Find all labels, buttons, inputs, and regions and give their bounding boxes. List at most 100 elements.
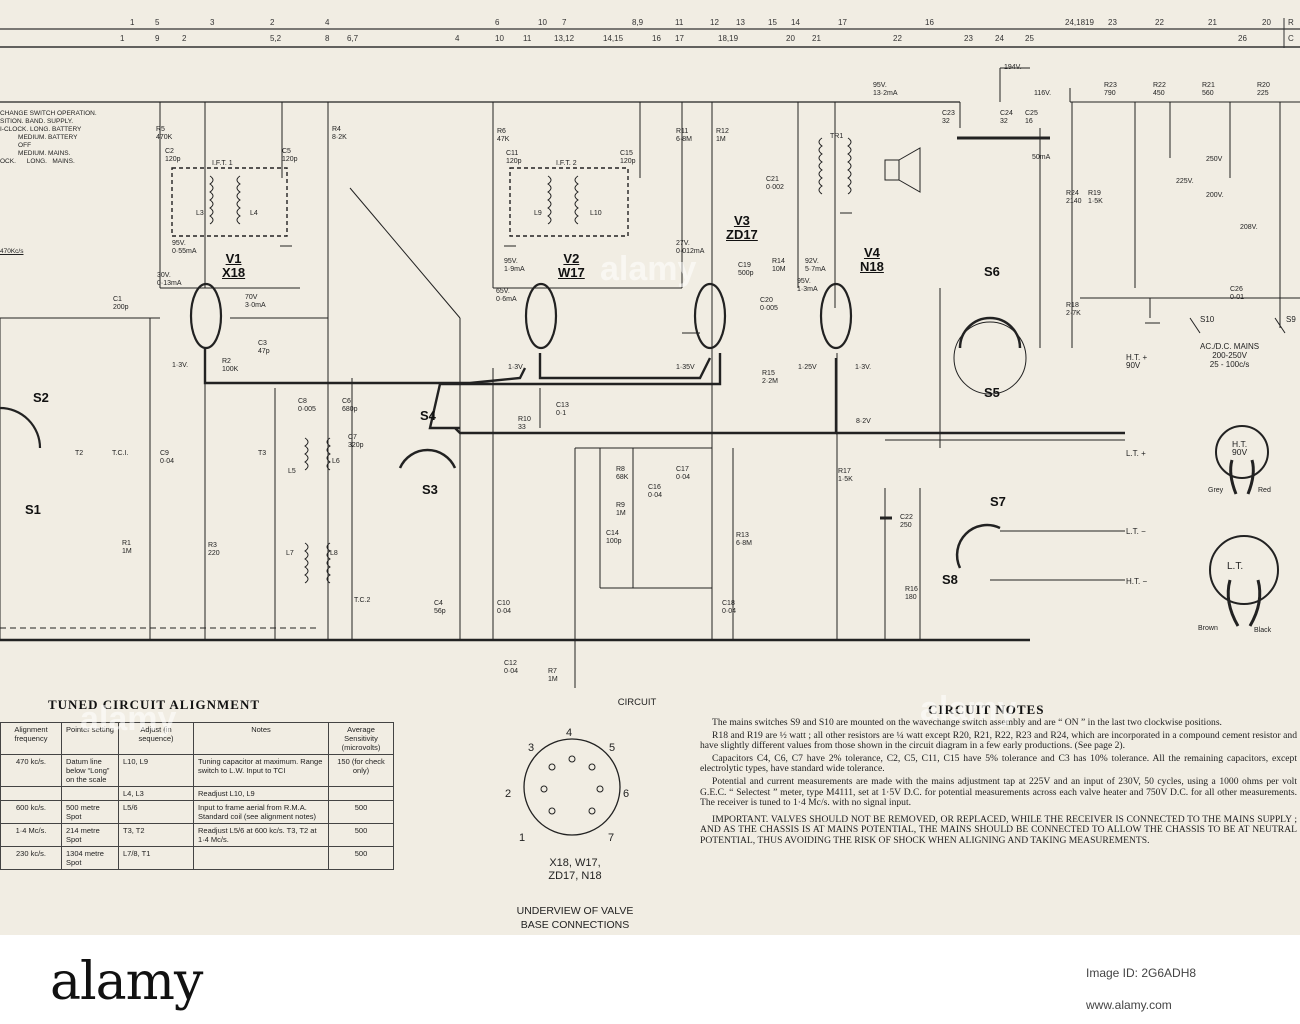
scale-mark: 11 xyxy=(523,34,532,43)
table-cell: Readjust L5/6 at 600 kc/s. T3, T2 at 1·4… xyxy=(193,823,329,847)
wavechange-line: OFF xyxy=(0,142,32,149)
l8-label: L8 xyxy=(330,550,338,557)
important-note: IMPORTANT. VALVES SHOULD NOT BE REMOVED,… xyxy=(700,813,1297,846)
scale-mark: 5 xyxy=(155,18,160,27)
valve-type: X18 xyxy=(222,265,246,280)
table-cell: 230 kc/s. xyxy=(0,846,62,870)
lt-voltage: 8·2V xyxy=(856,418,871,425)
v3-heater-voltage: 1·35V xyxy=(676,364,695,371)
switch-s10-label: S10 xyxy=(1200,315,1215,324)
lt-plus-output: L.T. + xyxy=(1126,449,1146,458)
tc1-label: T.C.I. xyxy=(112,450,129,457)
wavechange-line: OCK. LONG. MAINS. xyxy=(0,158,75,165)
scale-mark: 20 xyxy=(786,34,795,43)
circuit-notes: The mains switches S9 and S10 are mounte… xyxy=(700,717,1297,849)
scale-mark: C xyxy=(1288,34,1294,43)
l7-label: L7 xyxy=(286,550,294,557)
table-cell: L7/8, T1 xyxy=(118,846,194,870)
table-cell: L10, L9 xyxy=(118,754,194,787)
table-cell xyxy=(61,786,119,801)
scale-mark: 6 xyxy=(495,18,500,27)
alamy-url[interactable]: www.alamy.com xyxy=(1086,998,1172,1012)
table-cell: 214 metre Spot xyxy=(61,823,119,847)
scale-mark: 8 xyxy=(325,34,330,43)
wavechange-line: MEDIUM. MAINS. xyxy=(0,150,71,157)
battery-plugs xyxy=(1209,425,1279,627)
wavechange-line: I-CLOCK. LONG. BATTERY xyxy=(0,126,82,133)
wavechange-table: CHANGE SWITCH OPERATION. SITION. BAND. S… xyxy=(0,110,97,166)
valve-name: V2 xyxy=(563,251,580,266)
table-cell: 1·4 Mc/s. xyxy=(0,823,62,847)
l6-label: L6 xyxy=(332,458,340,465)
pin-3: 3 xyxy=(528,742,535,754)
scale-mark: 23 xyxy=(964,34,973,43)
scale-mark: 22 xyxy=(1155,18,1164,27)
table-cell: 600 kc/s. xyxy=(0,800,62,824)
scale-mark: 12 xyxy=(710,18,719,27)
scale-mark: 4 xyxy=(455,34,460,43)
valve-name: V4 xyxy=(863,245,880,260)
valve-name: V1 xyxy=(225,251,242,266)
scale-mark: 13,12 xyxy=(554,34,575,43)
v4-heater-voltage: 1·25V xyxy=(798,364,817,371)
col-header: Adjust (in sequence) xyxy=(118,722,194,755)
scale-mark: 1 xyxy=(120,34,125,43)
wavechange-line: MEDIUM. BATTERY xyxy=(0,134,78,141)
tap-225v: 225V. xyxy=(1176,178,1194,185)
wavechange-line: CHANGE SWITCH OPERATION. xyxy=(0,110,97,117)
alamy-logo: alamy xyxy=(50,952,203,1012)
switch-s8-label: S8 xyxy=(942,572,958,587)
scale-mark: 22 xyxy=(893,34,902,43)
switch-s2-label: S2 xyxy=(33,390,49,405)
table-cell: T3, T2 xyxy=(118,823,194,847)
base-valve-types: X18, W17,ZD17, N18 xyxy=(548,857,602,882)
col-header: Notes xyxy=(193,722,329,755)
table-cell: 150 (for check only) xyxy=(328,754,394,787)
table-cell: Tuning capacitor at maximum. Range switc… xyxy=(193,754,329,787)
red-lead-label: Red xyxy=(1258,487,1271,494)
table-header-row: Alignment frequency Pointer setting Adju… xyxy=(0,722,394,755)
wavechange-line: SITION. BAND. SUPPLY. xyxy=(0,118,74,125)
tc2-label: T.C.2 xyxy=(354,597,371,604)
pin-5: 5 xyxy=(609,742,616,754)
pin-2: 2 xyxy=(505,788,512,800)
scale-mark: 2 xyxy=(182,34,187,43)
v4-heater-voltage-b: 1·3V. xyxy=(855,364,872,371)
scale-mark: 18,19 xyxy=(718,34,739,43)
scale-mark: 7 xyxy=(562,18,567,27)
table-cell: 500 metre Spot xyxy=(61,800,119,824)
grey-lead-label: Grey xyxy=(1208,487,1224,494)
